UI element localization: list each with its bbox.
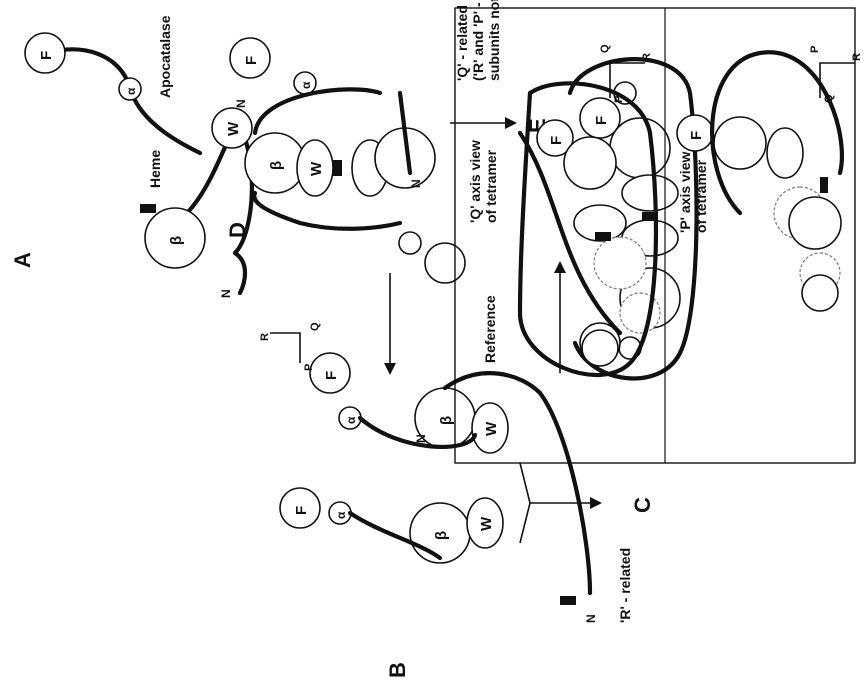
domain-f-a-label: F [38, 51, 55, 60]
arrow-b-c [520, 463, 600, 543]
panel-c: C F α β W N [280, 434, 655, 563]
axis-q-p: P [613, 96, 625, 103]
axis-p-r: R [851, 53, 863, 61]
domain-w-a-label: W [225, 121, 242, 136]
axis-b-lines [270, 333, 300, 363]
p-axis-view: 'P' axis view of tetramer F [677, 52, 842, 311]
domain-w-c-label: W [478, 516, 495, 531]
domain-beta-q [564, 137, 616, 189]
p-view-line-1: 'P' axis view [677, 152, 693, 233]
axis-p-p: P [809, 46, 821, 53]
domain-w-p [767, 128, 803, 178]
heme-icon-a [140, 204, 156, 213]
panel-label-c: C [630, 497, 655, 513]
n-terminus-d2: N [409, 179, 423, 188]
heme-icon-p [820, 177, 828, 193]
domain-beta-a-label: β [168, 236, 185, 245]
n-terminus-c: N [414, 434, 428, 443]
q-view-line-2: of tetramer [483, 149, 499, 223]
chain-d-1 [254, 193, 400, 229]
domain-w-d-label: W [308, 161, 325, 176]
arrow-a-b-head [384, 363, 396, 375]
reference-label: Reference [482, 295, 498, 363]
domain-beta-b-label: β [438, 416, 455, 425]
n-terminus-d: N [234, 99, 248, 108]
chain-a-1 [48, 49, 200, 153]
r-related-label: 'R' - related [617, 548, 633, 623]
apocatalase-label: Apocatalase [157, 15, 173, 98]
domain-f-q-label: F [548, 136, 565, 145]
domain-f-d2 [425, 243, 465, 283]
heme-label: Heme [147, 150, 163, 188]
heme-icon-q [595, 232, 611, 241]
ghost-domain-q1 [594, 237, 646, 289]
n-terminus-b: N [584, 614, 598, 623]
domain-f-d-label: F [243, 56, 260, 65]
axis-b-q: Q [309, 322, 321, 331]
domain-beta-p [714, 117, 766, 169]
axis-q-q: Q [599, 44, 611, 53]
domain-w-b-label: W [483, 421, 500, 436]
panel-label-a: A [10, 252, 35, 268]
panel-label-d: D [225, 222, 250, 238]
q-related-line-2: ('R' and 'P' - related [470, 0, 486, 81]
domain-w-e [622, 175, 678, 211]
heme-icon-d [333, 160, 342, 176]
domain-beta-d-label: β [268, 161, 285, 170]
domain-f-b-label: F [323, 371, 340, 380]
domain-alpha-d-label: α [299, 81, 313, 89]
domain-alpha-b-label: α [344, 416, 358, 424]
n-terminus-a: N [219, 289, 233, 298]
p-view-line-2: of tetramer [693, 159, 709, 233]
panel-a: A F α W β N Heme Apocatalase [10, 15, 252, 298]
axis-p-q: Q [823, 94, 835, 103]
rotated-figure: A F α W β N Heme Apocatalase B F [10, 0, 863, 678]
domain-alpha-c-label: α [334, 511, 348, 519]
axis-b-p: P [303, 364, 315, 371]
q-view-line-1: 'Q' axis view [467, 140, 483, 223]
axis-b-r: R [259, 333, 271, 341]
domain-alpha-d2 [399, 232, 421, 254]
q-related-line-1: 'Q' - related [454, 5, 470, 81]
axis-q-r: R [641, 53, 653, 61]
domain-f-p-label: F [688, 131, 705, 140]
domain-f-q2 [582, 330, 618, 366]
arrow-c-d-head [554, 261, 566, 273]
domain-beta-p2 [789, 197, 841, 249]
panel-label-b: B [385, 662, 410, 678]
domain-alpha-a-label: α [124, 87, 138, 95]
domain-f-c-label: F [293, 506, 310, 515]
panel-d: D F α β W N N [225, 38, 465, 283]
domain-f-e-label: F [593, 116, 610, 125]
heme-icon-b [560, 596, 576, 605]
chain-a-tail [235, 253, 245, 293]
domain-f-p2 [802, 275, 838, 311]
q-related-line-3: subunits not shown) [486, 0, 502, 81]
arrow-b-c-head [590, 497, 602, 509]
chain-d-2 [255, 89, 380, 133]
domain-beta-e [610, 118, 670, 178]
arrow-d-e-head [505, 117, 517, 129]
domain-beta-c-label: β [433, 531, 450, 540]
